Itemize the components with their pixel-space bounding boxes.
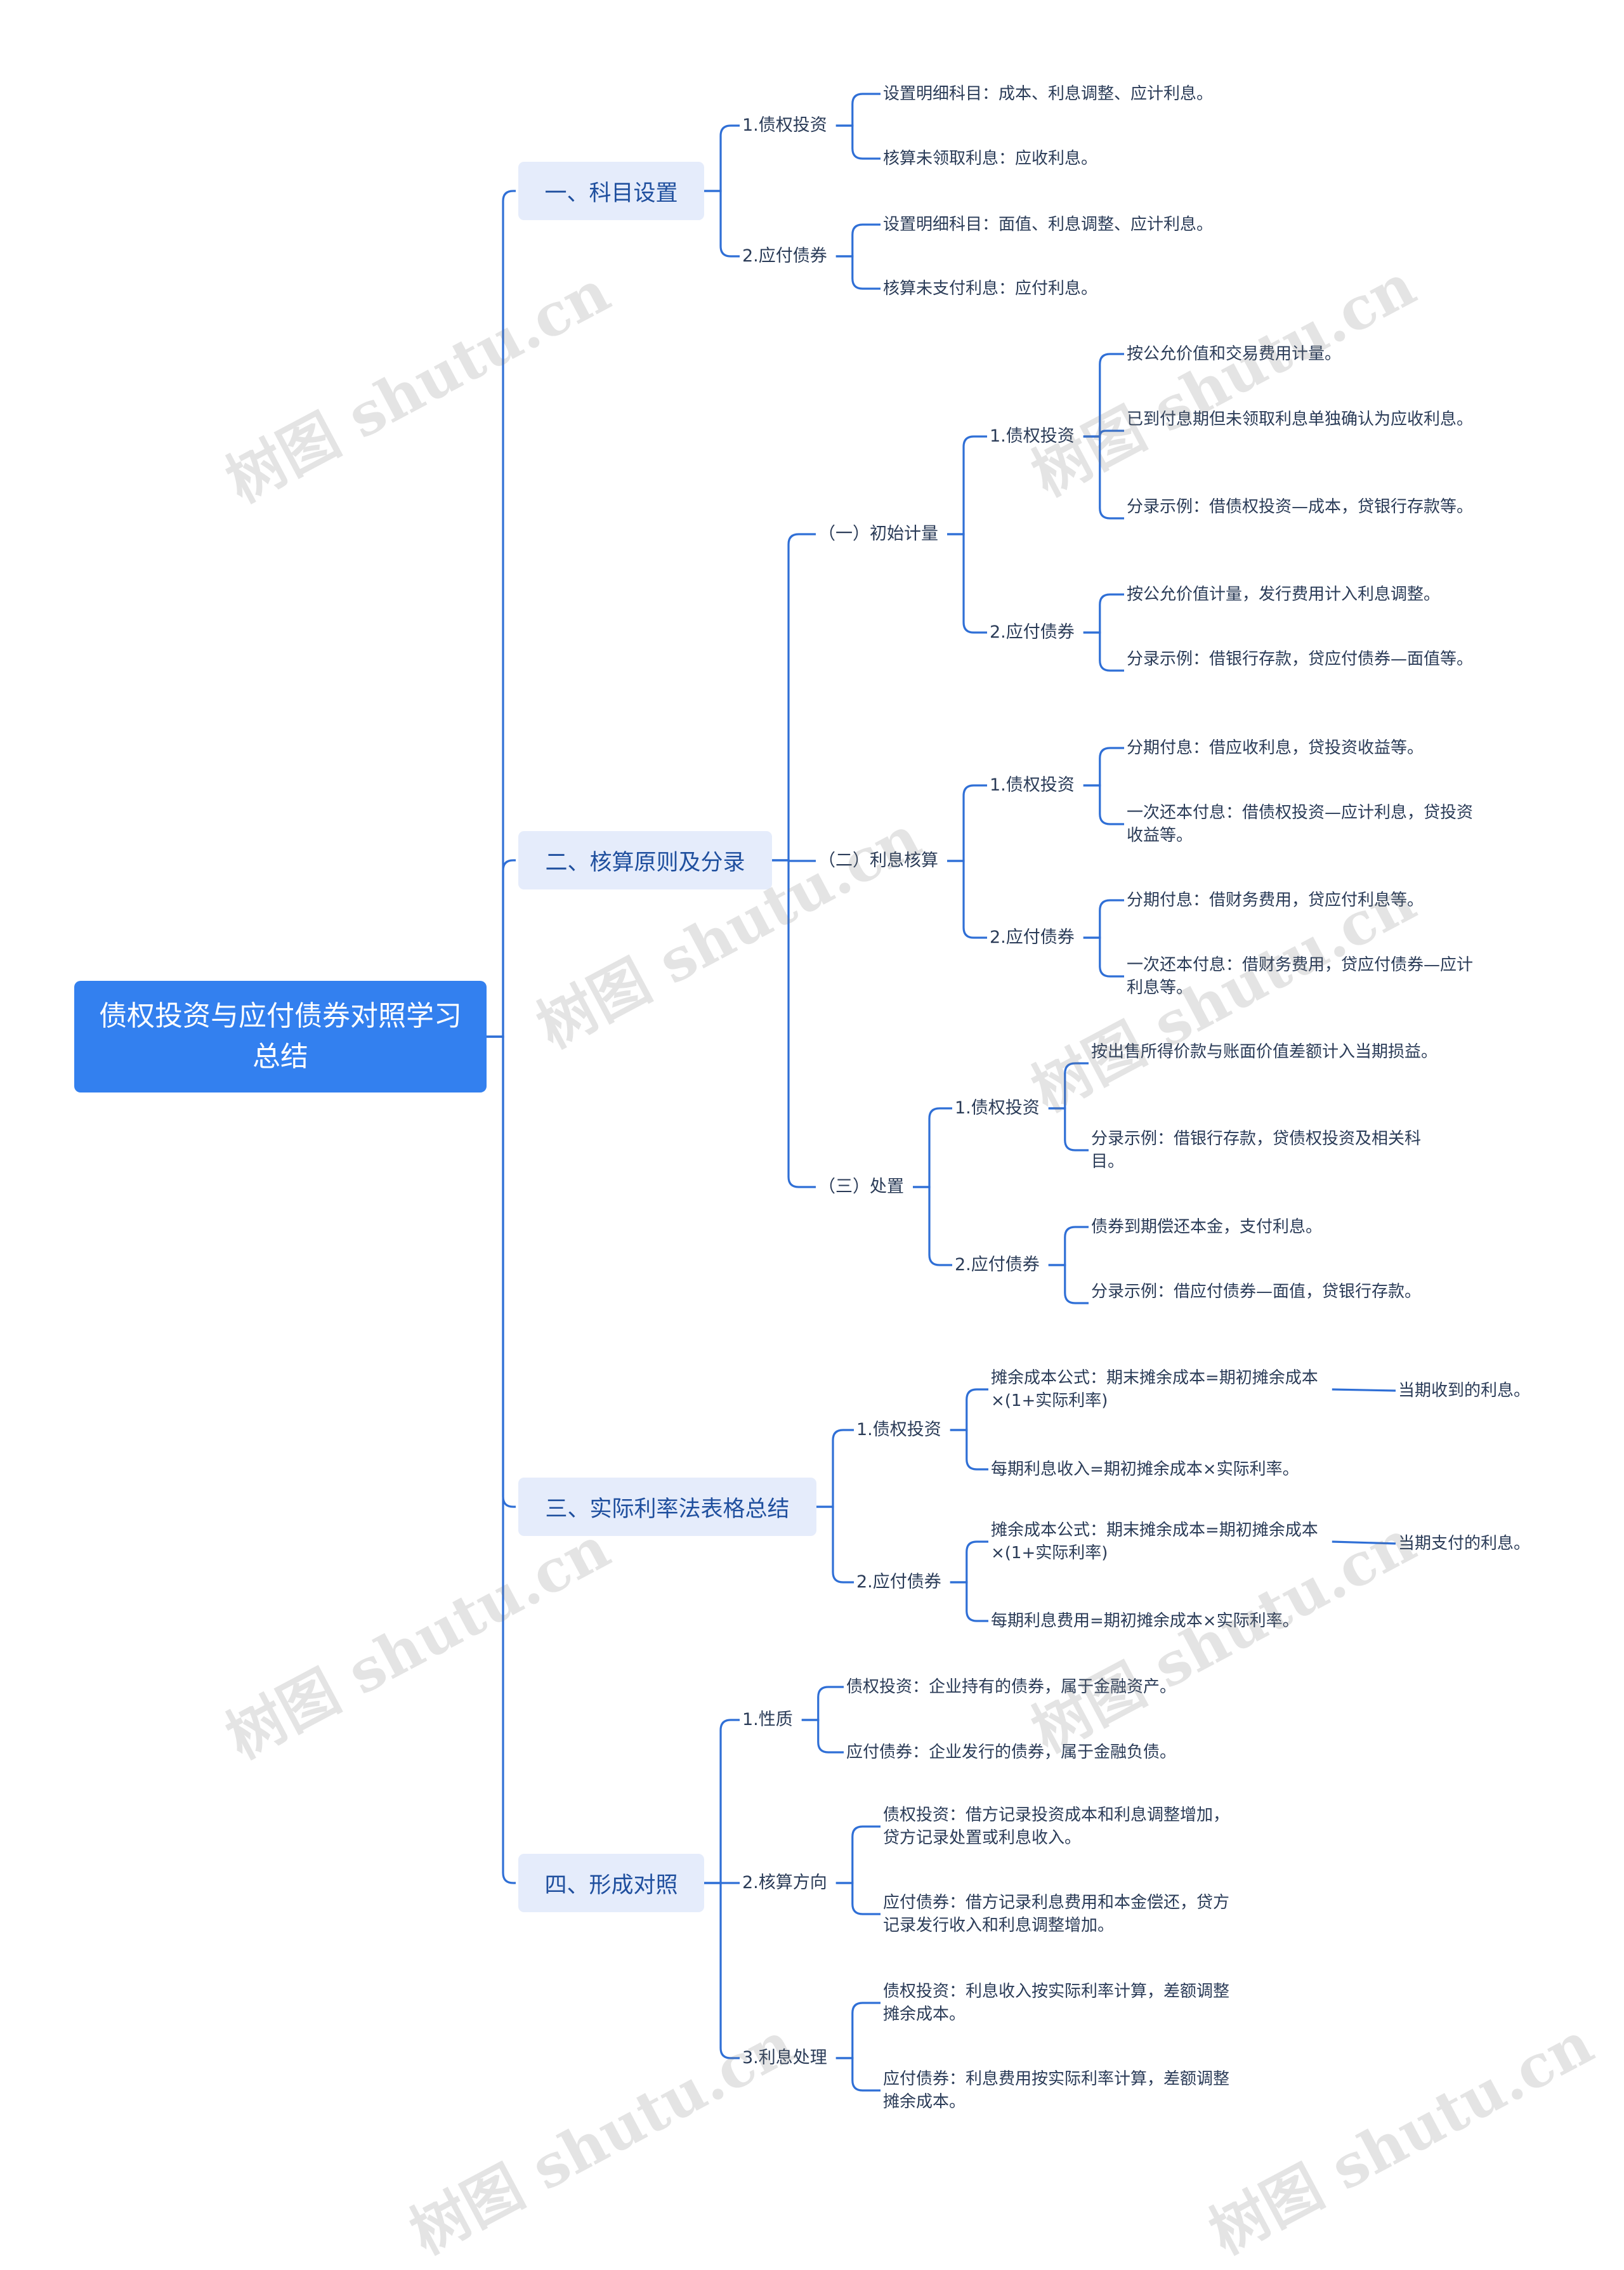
leaf-text[interactable]: 分录示例：借应付债券—面值，贷银行存款。: [1091, 1282, 1422, 1301]
topic-bonds-payable[interactable]: 2.应付债券: [990, 622, 1075, 642]
connector-line: [1048, 1107, 1089, 1151]
connector-line: [835, 93, 881, 127]
connector-line: [947, 533, 987, 634]
connector-line: [1332, 1540, 1396, 1545]
leaf-text[interactable]: 债权投资：借方记录投资成本和利息调整增加，贷方记录处置或利息收入。: [883, 1806, 1230, 1847]
root-topic[interactable]: 债权投资与应付债券对照学习总结: [74, 981, 487, 1092]
connector-line: [1083, 936, 1124, 978]
leaf-text[interactable]: 当期收到的利息。: [1398, 1381, 1531, 1400]
connector-line: [1083, 899, 1124, 939]
connector-line: [704, 124, 740, 192]
connector-line: [835, 1882, 881, 1915]
leaf-text[interactable]: 已到付息期但未领取利息单独确认为应收利息。: [1127, 410, 1474, 429]
leaf-text[interactable]: 分期付息：借应收利息，贷投资收益等。: [1127, 738, 1424, 758]
connector-line: [772, 533, 816, 862]
topic-nature[interactable]: 1.性质: [742, 1710, 793, 1729]
topic-debt-investment[interactable]: 1.债权投资: [990, 775, 1075, 795]
leaf-text[interactable]: 按公允价值计量，发行费用计入利息调整。: [1127, 585, 1441, 604]
connector-line: [947, 784, 987, 862]
connector-line: [835, 1825, 881, 1884]
topic-bonds-payable[interactable]: 2.应付债券: [990, 928, 1075, 947]
topic-interest-accounting[interactable]: （二）利息核算: [818, 851, 938, 870]
connector-line: [1083, 435, 1124, 520]
connector-line: [835, 2057, 881, 2092]
connector-line: [816, 1506, 854, 1584]
connector-line: [913, 1186, 952, 1266]
connector-line: [772, 859, 816, 1188]
connector-line: [801, 1686, 844, 1721]
connector-line: [835, 223, 881, 258]
topic-disposal[interactable]: （三）处置: [818, 1177, 904, 1197]
topic-initial-measurement[interactable]: （一）初始计量: [818, 524, 938, 544]
leaf-text[interactable]: 一次还本付息：借财务费用，贷应付债券—应计利息等。: [1127, 955, 1474, 997]
branch-subject-setup[interactable]: 一、科目设置: [518, 162, 704, 220]
connector-line: [487, 859, 516, 1038]
connector-line: [950, 1540, 988, 1584]
connector-line: [816, 1429, 854, 1508]
connector-line: [704, 1719, 740, 1884]
connector-line: [913, 1107, 952, 1188]
topic-accounting-direction[interactable]: 2.核算方向: [742, 1873, 827, 1893]
leaf-text[interactable]: 设置明细科目：成本、利息调整、应计利息。: [883, 84, 1214, 103]
connector-line: [835, 124, 881, 160]
connector-line: [1083, 631, 1124, 672]
leaf-text[interactable]: 按出售所得价款与账面价值差额计入当期损益。: [1091, 1042, 1438, 1061]
leaf-text[interactable]: 债权投资：企业持有的债券，属于金融资产。: [846, 1677, 1177, 1696]
connector-line: [1048, 1226, 1089, 1266]
connector-line: [1332, 1388, 1396, 1392]
connector-line: [950, 1581, 988, 1622]
connector-line: [835, 2002, 881, 2059]
branch-accounting-principles[interactable]: 二、核算原则及分录: [518, 831, 772, 889]
topic-debt-investment[interactable]: 1.债权投资: [955, 1098, 1040, 1118]
connector-line: [1083, 747, 1124, 787]
leaf-text[interactable]: 应付债券：利息费用按实际利率计算，差额调整摊余成本。: [883, 2070, 1230, 2111]
mind-map: 债权投资与应付债券对照学习总结 一、科目设置 二、核算原则及分录 三、实际利率法…: [74, 84, 1531, 2111]
topic-debt-investment[interactable]: 1.债权投资: [990, 426, 1075, 446]
leaf-text[interactable]: 设置明细科目：面值、利息调整、应计利息。: [883, 215, 1214, 234]
connector-line: [1048, 1062, 1089, 1110]
connector-line: [950, 1429, 988, 1471]
topic-bonds-payable[interactable]: 2.应付债券: [955, 1255, 1040, 1275]
leaf-text[interactable]: 当期支付的利息。: [1398, 1534, 1531, 1553]
connector-lines: [487, 93, 1396, 2092]
leaf-text[interactable]: 债权投资：利息收入按实际利率计算，差额调整摊余成本。: [883, 1982, 1230, 2024]
leaf-text[interactable]: 分期付息：借财务费用，贷应付利息等。: [1127, 891, 1424, 910]
connector-line: [1083, 353, 1124, 438]
connector-line: [950, 1388, 988, 1431]
connector-line: [704, 190, 740, 258]
leaf-text[interactable]: 每期利息收入=期初摊余成本×实际利率。: [991, 1460, 1299, 1479]
leaf-text[interactable]: 应付债券：借方记录利息费用和本金偿还，贷方记录发行收入和利息调整增加。: [883, 1893, 1230, 1935]
leaf-text[interactable]: 摊余成本公式：期末摊余成本=期初摊余成本×(1+实际利率): [991, 1368, 1318, 1410]
leaf-text[interactable]: 分录示例：借银行存款，贷债权投资及相关科目。: [1091, 1129, 1422, 1171]
connector-line: [1048, 1264, 1089, 1304]
leaf-text[interactable]: 债券到期偿还本金，支付利息。: [1091, 1217, 1323, 1237]
connector-line: [704, 1882, 740, 2059]
branch-comparison[interactable]: 四、形成对照: [518, 1854, 704, 1912]
connector-line: [1083, 593, 1124, 634]
leaf-text[interactable]: 应付债券：企业发行的债券，属于金融负债。: [846, 1743, 1177, 1762]
topic-interest-handling[interactable]: 3.利息处理: [742, 2048, 827, 2068]
leaf-text[interactable]: 按公允价值和交易费用计量。: [1127, 344, 1342, 364]
connector-line: [487, 1035, 516, 1884]
leaf-text[interactable]: 分录示例：借银行存款，贷应付债券—面值等。: [1127, 650, 1474, 669]
topic-bonds-payable[interactable]: 2.应付债券: [856, 1572, 941, 1592]
connector-line: [947, 435, 987, 535]
leaf-text[interactable]: 分录示例：借债权投资—成本，贷银行存款等。: [1127, 497, 1474, 516]
topic-debt-investment[interactable]: 1.债权投资: [742, 115, 827, 135]
connector-line: [1083, 784, 1124, 825]
branch-effective-interest-summary[interactable]: 三、实际利率法表格总结: [518, 1478, 816, 1536]
connector-line: [947, 860, 987, 939]
leaf-text[interactable]: 摊余成本公式：期末摊余成本=期初摊余成本×(1+实际利率): [991, 1521, 1318, 1563]
leaf-text[interactable]: 核算未支付利息：应付利息。: [883, 279, 1098, 298]
leaf-text[interactable]: 一次还本付息：借债权投资—应计利息，贷投资收益等。: [1127, 803, 1474, 845]
connector-line: [835, 255, 881, 290]
topic-bonds-payable[interactable]: 2.应付债券: [742, 246, 827, 266]
connector-line: [487, 190, 516, 1038]
leaf-text[interactable]: 核算未领取利息：应收利息。: [883, 149, 1098, 168]
connector-line: [801, 1719, 844, 1754]
leaf-text[interactable]: 每期利息费用=期初摊余成本×实际利率。: [991, 1611, 1299, 1630]
topic-debt-investment[interactable]: 1.债权投资: [856, 1420, 941, 1440]
